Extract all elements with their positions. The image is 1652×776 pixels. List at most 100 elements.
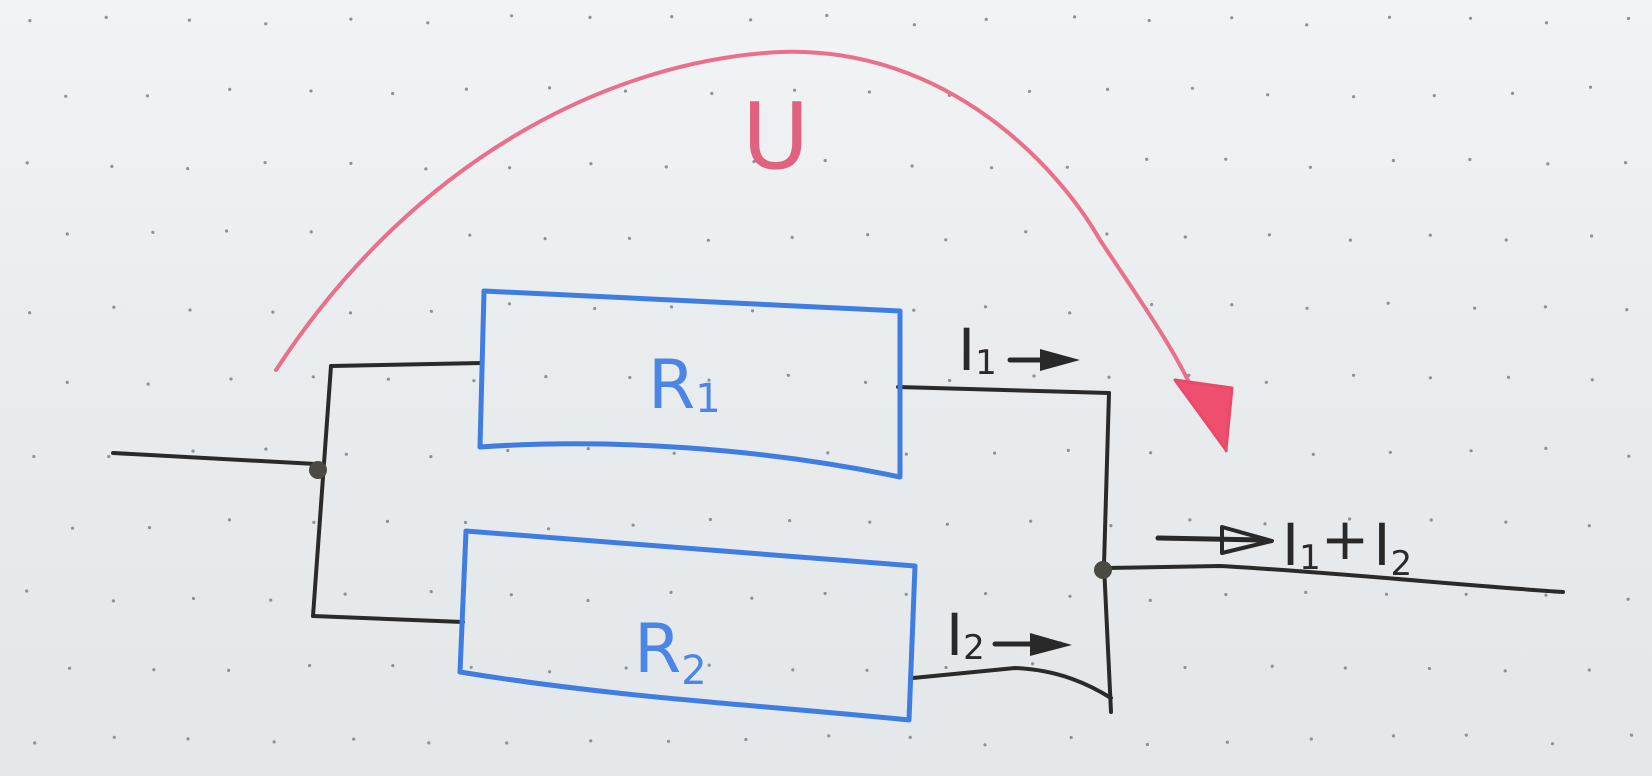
board-dot xyxy=(464,87,468,91)
board-dot xyxy=(1432,94,1436,98)
current-i1-arrow-icon xyxy=(1007,349,1080,371)
board-dot xyxy=(865,668,869,672)
board-dot xyxy=(1468,16,1473,20)
board-dot xyxy=(983,305,988,309)
board-dot xyxy=(867,90,872,94)
board-dot xyxy=(823,158,827,163)
board-dot xyxy=(309,230,313,234)
board-dot xyxy=(1588,85,1593,89)
board-dot xyxy=(786,373,790,377)
board-dot xyxy=(1308,165,1312,169)
board-dot xyxy=(1224,157,1228,161)
r2-right-wire xyxy=(911,666,1113,700)
board-dot xyxy=(750,596,754,600)
board-dot xyxy=(752,160,756,164)
board-dot xyxy=(25,589,29,593)
total-current-sub-a: 1 xyxy=(1299,538,1321,578)
board-dot xyxy=(64,94,68,98)
board-dot xyxy=(1266,93,1270,97)
board-dot xyxy=(227,518,231,522)
board-dot xyxy=(426,21,430,25)
board-dot xyxy=(1544,21,1549,25)
board-dot xyxy=(104,15,108,19)
board-dot xyxy=(1311,452,1315,456)
board-dot xyxy=(707,378,711,382)
board-dot xyxy=(1148,598,1152,603)
board-dot xyxy=(506,448,510,453)
board-dot xyxy=(866,233,870,237)
board-dot xyxy=(1626,597,1630,601)
r1-right-wire xyxy=(896,385,1111,395)
board-dot xyxy=(791,668,795,672)
board-dot xyxy=(910,164,914,168)
r1-left-wire xyxy=(329,361,484,368)
board-dot xyxy=(112,735,116,739)
board-dot xyxy=(983,743,987,747)
board-dot xyxy=(1109,524,1113,528)
board-dot xyxy=(790,235,794,239)
board-dot xyxy=(628,375,632,380)
board-dot xyxy=(1029,519,1033,523)
voltage-label: U xyxy=(742,83,809,190)
board-dot xyxy=(1391,734,1395,738)
board-dot xyxy=(28,311,32,315)
board-dot xyxy=(548,670,552,674)
board-dot xyxy=(589,739,593,743)
board-dot xyxy=(1147,18,1151,23)
board-dot xyxy=(68,666,72,670)
board-dot xyxy=(546,527,551,531)
resistor-r2-box xyxy=(457,528,918,723)
board-dot xyxy=(269,598,273,602)
board-dot xyxy=(463,520,468,525)
board-dot xyxy=(1429,518,1433,522)
board-dot xyxy=(1546,162,1550,166)
total-current-sub-b: 2 xyxy=(1390,544,1412,584)
board-dot xyxy=(111,599,115,603)
board-dot xyxy=(429,590,433,594)
board-dot xyxy=(1544,593,1548,597)
current-i2-subscript: 2 xyxy=(963,628,985,668)
board-dot xyxy=(1352,95,1356,99)
board-dot xyxy=(912,308,916,312)
board-dot xyxy=(904,452,908,456)
board-dot xyxy=(1387,15,1392,19)
current-i1-subscript: 1 xyxy=(975,343,997,383)
resistor-r2-subscript: 2 xyxy=(681,648,706,694)
resistor-r1-box xyxy=(477,288,903,480)
voltage-arrowhead-icon xyxy=(1173,378,1234,452)
board-dot xyxy=(793,88,797,92)
board-dot xyxy=(229,377,233,381)
r2-left-wire xyxy=(311,614,465,624)
board-dot xyxy=(1230,16,1234,20)
board-dot xyxy=(984,592,988,596)
board-dot xyxy=(669,305,674,309)
board-dot xyxy=(343,592,347,596)
board-dot xyxy=(349,17,353,21)
board-dot xyxy=(1626,16,1631,21)
board-dot xyxy=(472,379,476,383)
board-dot xyxy=(586,598,590,603)
board-dot xyxy=(1587,524,1591,528)
board-dot xyxy=(1386,301,1390,305)
board-dot xyxy=(1503,669,1507,673)
board-dot xyxy=(631,523,635,527)
board-dot xyxy=(1263,522,1267,526)
board-dot xyxy=(1107,375,1111,379)
board-dot xyxy=(586,447,590,451)
board-dot xyxy=(469,665,473,669)
board-dot xyxy=(186,167,190,171)
board-dot xyxy=(1150,302,1154,307)
board-dot xyxy=(25,161,29,165)
board-dot xyxy=(1427,666,1431,671)
board-dot xyxy=(749,18,753,22)
board-dot xyxy=(1270,664,1274,668)
board-dot xyxy=(1068,594,1072,598)
board-dot xyxy=(191,596,196,601)
board-dot xyxy=(666,739,671,743)
board-dot xyxy=(508,166,512,170)
board-dot xyxy=(1543,305,1547,309)
input-wire xyxy=(111,451,318,466)
board-dot xyxy=(191,449,195,453)
board-dot xyxy=(32,454,36,459)
board-dot xyxy=(308,663,312,668)
